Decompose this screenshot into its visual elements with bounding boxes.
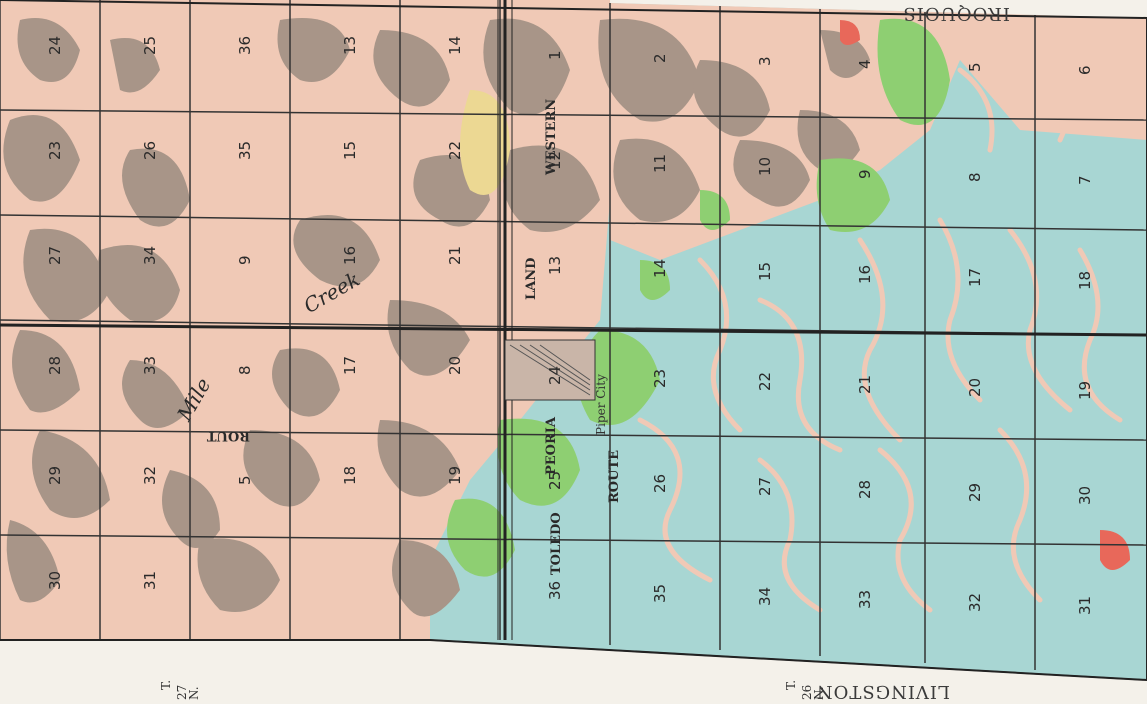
section-number-right-14: 14: [651, 259, 669, 278]
label-western: WESTERN: [544, 99, 559, 176]
section-number-right-33: 33: [856, 590, 874, 609]
section-number-right-34: 34: [756, 587, 774, 606]
section-number-left-18: 18: [341, 466, 359, 485]
section-number-left-15: 15: [341, 141, 359, 160]
soil-area-152-topright: [610, 3, 1147, 260]
section-number-left-28: 28: [46, 356, 64, 375]
section-grid: [0, 0, 1147, 681]
section-number-right-12: 12: [546, 151, 564, 170]
label-land: LAND: [524, 258, 539, 300]
section-number-left-24: 24: [46, 36, 64, 55]
piper-city-block: [504, 339, 596, 401]
map-frame: [0, 0, 1147, 682]
section-number-left-9: 9: [236, 255, 254, 265]
section-number-right-20: 20: [966, 378, 984, 397]
section-number-left-33: 33: [141, 356, 159, 375]
section-number-left-30: 30: [46, 571, 64, 590]
section-number-right-8: 8: [966, 172, 984, 182]
soil-patches-148: [447, 18, 950, 577]
section-number-left-23: 23: [46, 141, 64, 160]
section-number-left-34: 34: [141, 246, 159, 265]
section-number-left-8: 8: [236, 365, 254, 375]
section-number-right-30: 30: [1076, 486, 1094, 505]
section-number-right-31: 31: [1076, 596, 1094, 615]
section-number-left-25: 25: [141, 36, 159, 55]
section-number-left-19: 19: [446, 466, 464, 485]
section-number-right-19: 19: [1076, 381, 1094, 400]
section-number-right-3: 3: [756, 56, 774, 66]
section-number-left-14: 14: [446, 36, 464, 55]
section-number-right-16: 16: [856, 265, 874, 284]
section-number-left-21: 21: [446, 246, 464, 265]
section-number-right-26: 26: [651, 474, 669, 493]
label-route-right: ROUTE: [607, 450, 622, 503]
section-number-right-5: 5: [966, 62, 984, 72]
section-number-right-2: 2: [651, 53, 669, 63]
section-number-right-21: 21: [856, 375, 874, 394]
soil-patches-146: [840, 20, 1130, 570]
svg-text:27: 27: [175, 685, 189, 700]
section-number-left-35: 35: [236, 141, 254, 160]
stream-network: [637, 57, 1123, 613]
section-number-left-29: 29: [46, 466, 64, 485]
section-number-right-4: 4: [856, 59, 874, 69]
township-boundary: [0, 0, 1147, 640]
soil-patches-149: [3, 18, 870, 617]
section-number-right-13: 13: [546, 256, 564, 275]
township-label-right: T. 26 N.: [784, 680, 826, 700]
section-number-right-11: 11: [651, 154, 669, 173]
section-number-left-27: 27: [46, 246, 64, 265]
svg-text:N.: N.: [812, 686, 826, 700]
section-number-right-17: 17: [966, 268, 984, 287]
section-number-left-36: 36: [236, 36, 254, 55]
section-number-left-26: 26: [141, 141, 159, 160]
label-route-left: ROUT: [207, 428, 250, 443]
label-toledo: TOLEDO: [549, 512, 564, 575]
svg-text:26: 26: [800, 685, 814, 700]
section-number-left-22: 22: [446, 141, 464, 160]
township-label-left: T. 27 N.: [159, 680, 201, 700]
section-number-right-23: 23: [651, 369, 669, 388]
section-number-left-16: 16: [341, 246, 359, 265]
section-number-left-5: 5: [236, 475, 254, 485]
section-number-right-22: 22: [756, 372, 774, 391]
section-number-right-24: 24: [546, 366, 564, 385]
svg-text:T.: T.: [784, 680, 798, 690]
section-number-right-28: 28: [856, 480, 874, 499]
label-piper-city: Piper City: [594, 374, 608, 435]
section-number-left-32: 32: [141, 466, 159, 485]
section-number-right-15: 15: [756, 262, 774, 281]
section-number-left-20: 20: [446, 356, 464, 375]
section-number-right-36: 36: [546, 581, 564, 600]
section-number-right-1: 1: [546, 50, 564, 60]
label-livingston: LIVINGSTON: [816, 681, 950, 702]
section-number-right-29: 29: [966, 483, 984, 502]
section-number-right-6: 6: [1076, 65, 1094, 75]
section-number-right-10: 10: [756, 157, 774, 176]
section-number-right-25: 25: [546, 471, 564, 490]
section-number-left-31: 31: [141, 571, 159, 590]
section-number-right-35: 35: [651, 584, 669, 603]
svg-text:N.: N.: [187, 686, 201, 700]
section-number-right-18: 18: [1076, 271, 1094, 290]
label-iroquois: IROQUOIS: [902, 3, 1010, 24]
section-number-right-27: 27: [756, 477, 774, 496]
section-number-left-17: 17: [341, 356, 359, 375]
section-number-left-13: 13: [341, 36, 359, 55]
section-number-right-7: 7: [1076, 175, 1094, 185]
section-number-right-32: 32: [966, 593, 984, 612]
railroad-lines: [497, 0, 513, 640]
label-peoria: PEORIA: [544, 416, 559, 475]
section-number-right-9: 9: [856, 169, 874, 179]
svg-text:T.: T.: [159, 680, 173, 690]
